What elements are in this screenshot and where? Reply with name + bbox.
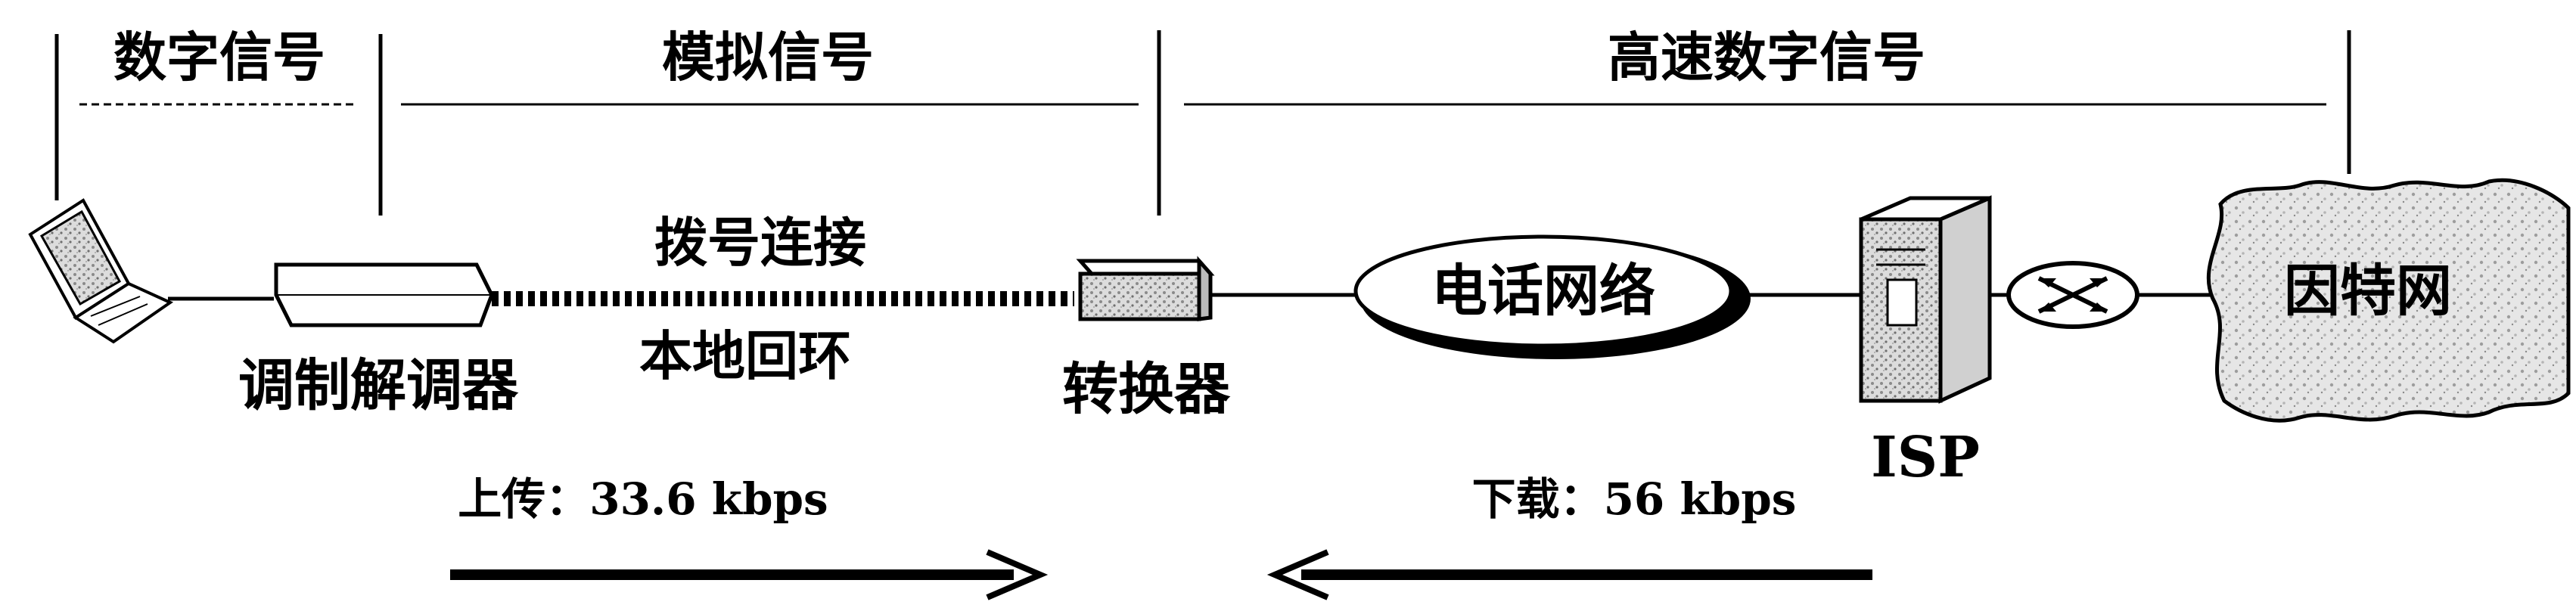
upload-arrow (450, 549, 1049, 600)
internet-label: 因特网 (2284, 259, 2452, 324)
download-speed-label: 下载：56 kbps (1472, 473, 1797, 525)
telephone-network-icon (1353, 234, 1751, 359)
converter-icon (1076, 256, 1215, 321)
zone-separators (54, 30, 2351, 216)
telephone-network-label: 电话网络 (1431, 259, 1655, 324)
zone-digital-label: 数字信号 (113, 26, 325, 88)
zone-high-speed-label: 高速数字信号 (1608, 26, 1925, 88)
zone-analog-label: 模拟信号 (662, 26, 874, 88)
router-icon (2006, 261, 2139, 329)
upload-speed-label: 上传：33.6 kbps (458, 473, 828, 525)
modem-label: 调制解调器 (238, 353, 519, 418)
local-loop-label: 本地回环 (639, 324, 851, 387)
laptop-icon (28, 198, 174, 344)
download-arrow (1266, 549, 1872, 600)
dialup-label: 拨号连接 (654, 211, 866, 274)
converter-label: 转换器 (1062, 357, 1231, 422)
isp-label: ISP (1871, 425, 1980, 490)
isp-server-icon (1859, 195, 1992, 404)
internet-cloud-icon (2206, 178, 2571, 423)
modem-icon (274, 262, 494, 327)
